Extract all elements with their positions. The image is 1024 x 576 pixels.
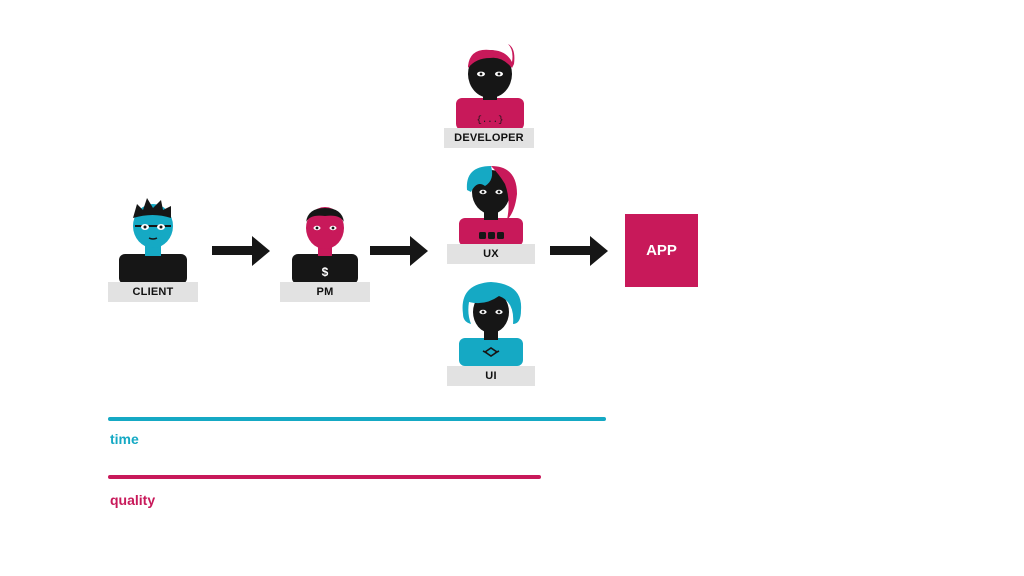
developer-shirt-symbol: {...} [476,115,503,125]
persona-client: CLIENT [108,196,198,302]
app-label: APP [646,242,677,259]
quality-label: quality [110,492,156,508]
persona-ui: UI [447,280,535,386]
ui-avatar-icon [459,282,523,366]
persona-ux: UX [447,160,535,264]
quality-bar [108,475,541,479]
ui-nameplate: UI [447,366,535,386]
persona-developer: {...} DEVELOPER [444,42,534,148]
app-box: APP [625,214,698,287]
client-nameplate: CLIENT [108,282,198,302]
ux-avatar-icon [459,166,523,246]
developer-nameplate: DEVELOPER [444,128,534,148]
arrow-right-icon [212,236,270,266]
arrow-right-icon [370,236,428,266]
ux-nameplate: UX [447,244,535,264]
arrow-right-icon [550,236,608,266]
persona-pm: $ PM [280,202,370,302]
time-label: time [110,431,139,447]
developer-avatar-icon: {...} [456,44,524,130]
time-bar [108,417,606,421]
client-avatar-icon [119,198,187,284]
pm-shirt-symbol: $ [322,265,329,279]
pm-avatar-icon: $ [292,207,358,284]
pm-nameplate: PM [280,282,370,302]
